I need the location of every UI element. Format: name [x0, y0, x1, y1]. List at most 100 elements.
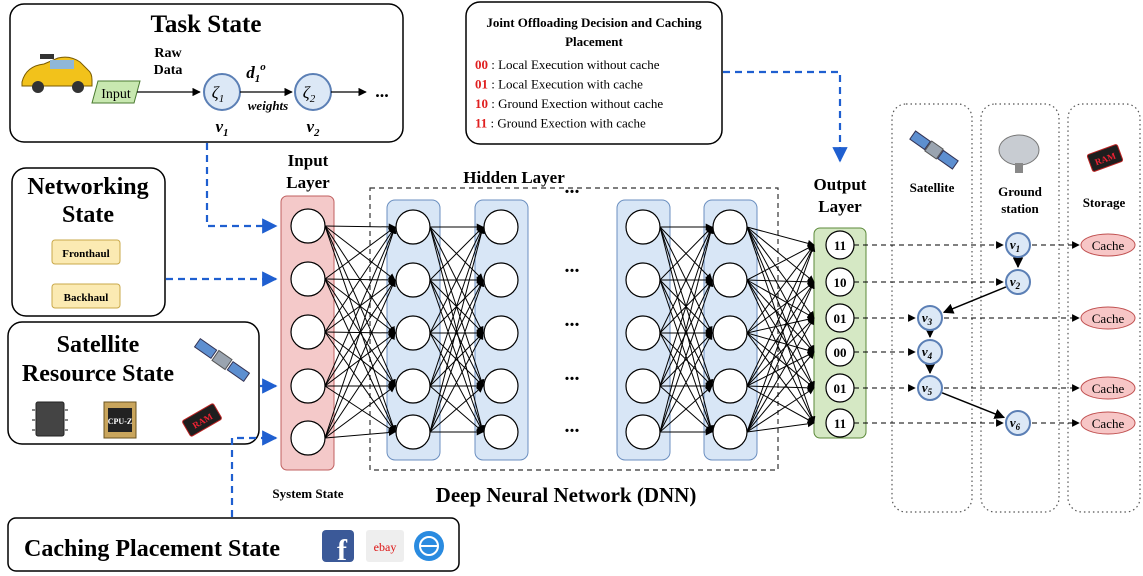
dnn-connections	[324, 223, 816, 439]
cache-label: Cache	[1092, 381, 1125, 396]
caching-title: Caching Placement State	[24, 536, 280, 562]
backhaul-label: Backhaul	[64, 292, 109, 304]
placement-node-label: v1	[1010, 237, 1020, 254]
nn-connection	[324, 225, 397, 433]
satellite-title-2: Resource State	[22, 361, 175, 387]
nn-connection	[324, 385, 396, 433]
placement-node-label: v3	[922, 310, 933, 327]
nn-connection	[429, 226, 485, 387]
neuron	[395, 414, 431, 450]
nn-connection	[324, 331, 396, 433]
neuron	[712, 262, 748, 298]
nn-connection	[746, 244, 815, 334]
raw-data-label-2: Data	[154, 63, 183, 78]
placement-node	[1005, 410, 1031, 436]
svg-text:v2: v2	[306, 117, 320, 139]
ground-label-1: Ground	[998, 184, 1043, 199]
nn-connection	[746, 315, 815, 334]
cache-node	[1080, 376, 1136, 400]
neuron	[712, 209, 748, 245]
input-layer-title-2: Layer	[286, 173, 330, 192]
nn-connection	[659, 279, 714, 433]
neuron	[290, 261, 326, 297]
hidden-ellipsis: ...	[565, 255, 580, 277]
zeta1-sub: 1	[219, 93, 225, 105]
legend-title-1: Joint Offloading Decision and Caching	[486, 15, 702, 30]
legend-code: 00	[475, 57, 488, 72]
neuron	[712, 414, 748, 450]
legend-text: : Ground Exection with cache	[487, 116, 646, 131]
storage-ram-icon: RAM	[1086, 144, 1124, 172]
hidden-layer-box	[369, 187, 779, 471]
neuron	[483, 414, 519, 450]
weights-label: weights	[248, 98, 288, 113]
raw-data-label-1: Raw	[154, 46, 182, 61]
legend-item: 11 : Ground Exection with cache	[475, 116, 646, 131]
state-connectors	[166, 70, 848, 517]
hidden-ellipsis: ...	[565, 176, 580, 198]
output-neuron-label: 11	[834, 238, 846, 253]
fronthaul-tag	[51, 239, 121, 265]
decision-legend: Joint Offloading Decision and Caching Pl…	[465, 1, 723, 145]
ground-label-2: station	[1001, 201, 1039, 216]
satellite-column-label: Satellite	[910, 180, 955, 195]
satellite-title-1: Satellite	[57, 332, 140, 358]
v1-sub: 1	[223, 127, 229, 139]
neuron	[290, 368, 326, 404]
hidden-ellipsis: ...	[565, 363, 580, 385]
nn-connection	[659, 226, 714, 387]
neuron	[625, 414, 661, 450]
neuron	[483, 262, 519, 298]
networking-state-panel: Networking State Fronthaul Backhaul	[11, 167, 166, 317]
sequence-arrow	[942, 286, 1007, 314]
storage-column-label: Storage	[1083, 195, 1126, 210]
nn-connection	[746, 244, 815, 387]
placement-node	[917, 339, 943, 365]
nn-connection	[746, 279, 815, 319]
svg-text:ζ2: ζ2	[303, 83, 316, 105]
ebay-icon	[366, 530, 404, 562]
nn-connection	[324, 226, 396, 387]
nn-connection	[324, 385, 396, 439]
task-ellipsis: ...	[375, 81, 389, 101]
legend-item: 00 : Local Execution without cache	[475, 57, 660, 72]
legend-title-2: Placement	[565, 34, 623, 49]
nn-connection	[746, 332, 815, 389]
cache-node	[1080, 411, 1136, 435]
legend-to-output-arrow	[723, 70, 848, 163]
neuron	[395, 368, 431, 404]
nn-connection	[324, 226, 397, 439]
placement-node-label: v4	[922, 344, 933, 361]
output-neuron-label: 01	[834, 311, 847, 326]
nn-connection	[746, 351, 815, 387]
cache-label: Cache	[1092, 416, 1125, 431]
v1-label: v	[215, 117, 223, 136]
cache-node	[1080, 306, 1136, 330]
caching-state-panel: Caching Placement State f ebay	[7, 517, 460, 572]
zeta1-name: ζ	[212, 83, 220, 102]
nn-connection	[429, 279, 485, 433]
svg-text:d1o: d1o	[246, 61, 266, 85]
chip-icon	[32, 401, 68, 437]
nn-connection	[324, 278, 396, 433]
nn-connection	[429, 226, 485, 433]
legend-code: 11	[475, 116, 487, 131]
nn-connection	[746, 226, 815, 247]
nn-connection	[746, 384, 815, 392]
output-layer-title-2: Layer	[818, 197, 862, 216]
caching-to-input-arrow	[230, 430, 278, 517]
input-label: Input	[101, 87, 131, 102]
neuron	[483, 209, 519, 245]
nn-connection	[659, 385, 713, 433]
nn-connection	[746, 351, 815, 433]
cache-node	[1080, 233, 1136, 257]
nn-connection	[746, 385, 815, 424]
taxi-icon	[21, 54, 93, 93]
system-state-label: System State	[272, 486, 343, 501]
d-sub: 1	[255, 73, 261, 85]
nn-connection	[324, 429, 396, 439]
dnn-ellipses: ...............	[565, 176, 580, 437]
nn-connection	[429, 226, 484, 334]
